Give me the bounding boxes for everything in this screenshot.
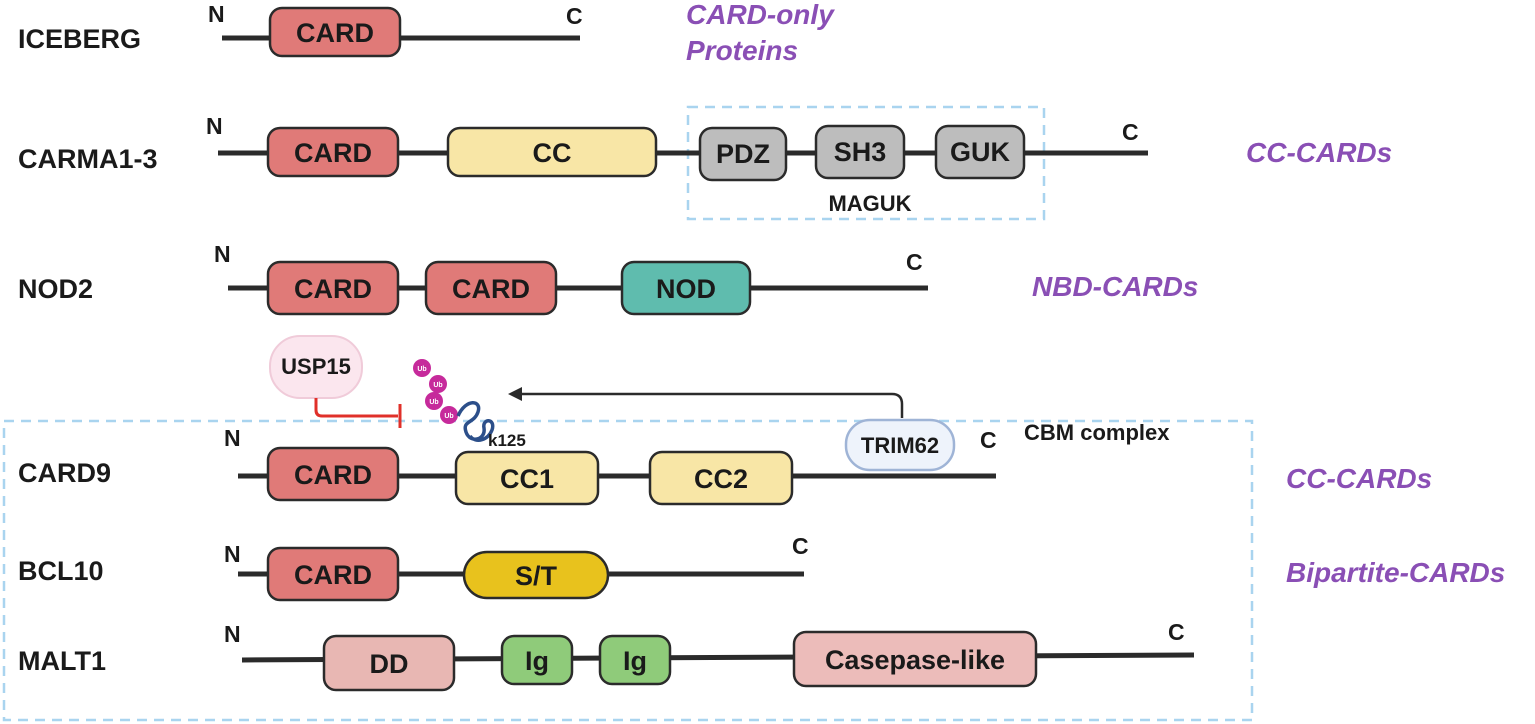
domain-label: CC xyxy=(533,138,572,168)
domain-st xyxy=(462,550,610,600)
protein-carma: CARMA1-3 N C CARD CC PDZ SH3 GUK MAGUK xyxy=(18,113,1148,216)
trim62-bubble xyxy=(844,418,956,472)
n-terminus-label: N xyxy=(224,541,241,567)
domain-label: CARD xyxy=(294,274,372,304)
protein-name-nod2: NOD2 xyxy=(18,274,93,304)
domain-label: CC1 xyxy=(500,464,554,494)
protein-bcl10: BCL10 N C CARD S/T xyxy=(18,533,809,602)
n-terminus-label: N xyxy=(214,241,231,267)
cbm-complex-label: CBM complex xyxy=(1024,420,1170,445)
ub-bead-label: Ub xyxy=(444,413,453,420)
domain-card xyxy=(266,260,400,316)
family-label-card-only: CARD-only xyxy=(686,0,835,30)
domain-ig xyxy=(598,634,672,686)
protein-card9: CARD9 N C CARD CC1 CC2 xyxy=(18,425,997,506)
usp15-label: USP15 xyxy=(281,354,351,379)
ub-bead xyxy=(429,375,447,393)
protein-name-iceberg: ICEBERG xyxy=(18,24,141,54)
n-terminus-label: N xyxy=(208,1,225,27)
trim62-arrow-line xyxy=(520,392,904,418)
domain-ig xyxy=(500,634,574,686)
domain-casepase-like xyxy=(792,630,1038,688)
k125-label: k125 xyxy=(488,431,526,450)
domain-card xyxy=(266,546,400,602)
maguk-label: MAGUK xyxy=(828,191,911,216)
domain-dd xyxy=(322,634,456,692)
c-terminus-label: C xyxy=(792,533,809,559)
n-terminus-label: N xyxy=(224,621,241,647)
protein-nod2: NOD2 N C CARD CARD NOD xyxy=(18,241,928,316)
ub-bead xyxy=(440,406,458,424)
arrow-head-icon xyxy=(508,387,522,401)
domain-pdz xyxy=(698,126,788,182)
n-terminus-label: N xyxy=(224,425,241,451)
family-label-card-only-line2: Proteins xyxy=(686,35,798,66)
domain-cc2 xyxy=(648,450,794,506)
ub-bead-label: Ub xyxy=(429,399,438,406)
domain-label: SH3 xyxy=(834,137,887,167)
domain-cc1 xyxy=(454,450,600,506)
domain-label: CARD xyxy=(452,274,530,304)
protein-name-bcl10: BCL10 xyxy=(18,556,104,586)
ubiquitin-regulation: USP15 Ub Ub Ub Ub k125 TRIM62 CBM comple… xyxy=(269,335,1170,472)
cbm-complex-dashed-box xyxy=(2,419,1254,722)
domain-label: CARD xyxy=(294,138,372,168)
family-label-nbd-cards: NBD-CARDs xyxy=(1032,271,1198,302)
protein-name-card9: CARD9 xyxy=(18,458,111,488)
protein-malt1: MALT1 N C DD Ig Ig Casepase-like xyxy=(18,619,1195,692)
domain-nod xyxy=(620,260,752,316)
ub-bead-label: Ub xyxy=(433,382,442,389)
domain-cc xyxy=(446,126,658,178)
domain-label: Casepase-like xyxy=(825,645,1005,675)
family-labels: CARD-only Proteins CC-CARDs NBD-CARDs CC… xyxy=(686,0,1505,588)
domain-label: S/T xyxy=(515,561,558,591)
ub-bead xyxy=(425,392,443,410)
domain-label: CARD xyxy=(294,460,372,490)
maguk-dashed-box xyxy=(686,105,1046,221)
domain-label: NOD xyxy=(656,274,716,304)
c-terminus-label: C xyxy=(566,3,583,29)
domain-guk xyxy=(934,124,1026,180)
family-label-bipartite-cards: Bipartite-CARDs xyxy=(1286,557,1505,588)
inhibition-line xyxy=(314,398,398,418)
domain-card xyxy=(268,6,402,58)
protein-name-carma: CARMA1-3 xyxy=(18,144,158,174)
domain-label: CARD xyxy=(294,560,372,590)
domain-sh3 xyxy=(814,124,906,180)
domain-card xyxy=(424,260,558,316)
n-terminus-label: N xyxy=(206,113,223,139)
protein-squiggle-icon xyxy=(456,401,495,442)
family-label-cc-cards: CC-CARDs xyxy=(1286,463,1432,494)
domain-label: Ig xyxy=(623,646,647,676)
domain-label: Ig xyxy=(525,646,549,676)
family-label-cc-cards: CC-CARDs xyxy=(1246,137,1392,168)
protein-iceberg: ICEBERG N C CARD xyxy=(18,1,583,58)
trim62-label: TRIM62 xyxy=(861,433,939,458)
ub-bead xyxy=(413,359,431,377)
domain-label: PDZ xyxy=(716,139,770,169)
c-terminus-label: C xyxy=(980,427,997,453)
domain-card xyxy=(266,126,400,178)
c-terminus-label: C xyxy=(1122,119,1139,145)
domain-label: DD xyxy=(370,649,409,679)
domain-label: GUK xyxy=(950,137,1011,167)
domain-label: CC2 xyxy=(694,464,748,494)
domain-label: CARD xyxy=(296,18,374,48)
protein-name-malt1: MALT1 xyxy=(18,646,106,676)
ub-bead-label: Ub xyxy=(417,366,426,373)
c-terminus-label: C xyxy=(906,249,923,275)
c-terminus-label: C xyxy=(1168,619,1185,645)
domain-card xyxy=(266,446,400,502)
